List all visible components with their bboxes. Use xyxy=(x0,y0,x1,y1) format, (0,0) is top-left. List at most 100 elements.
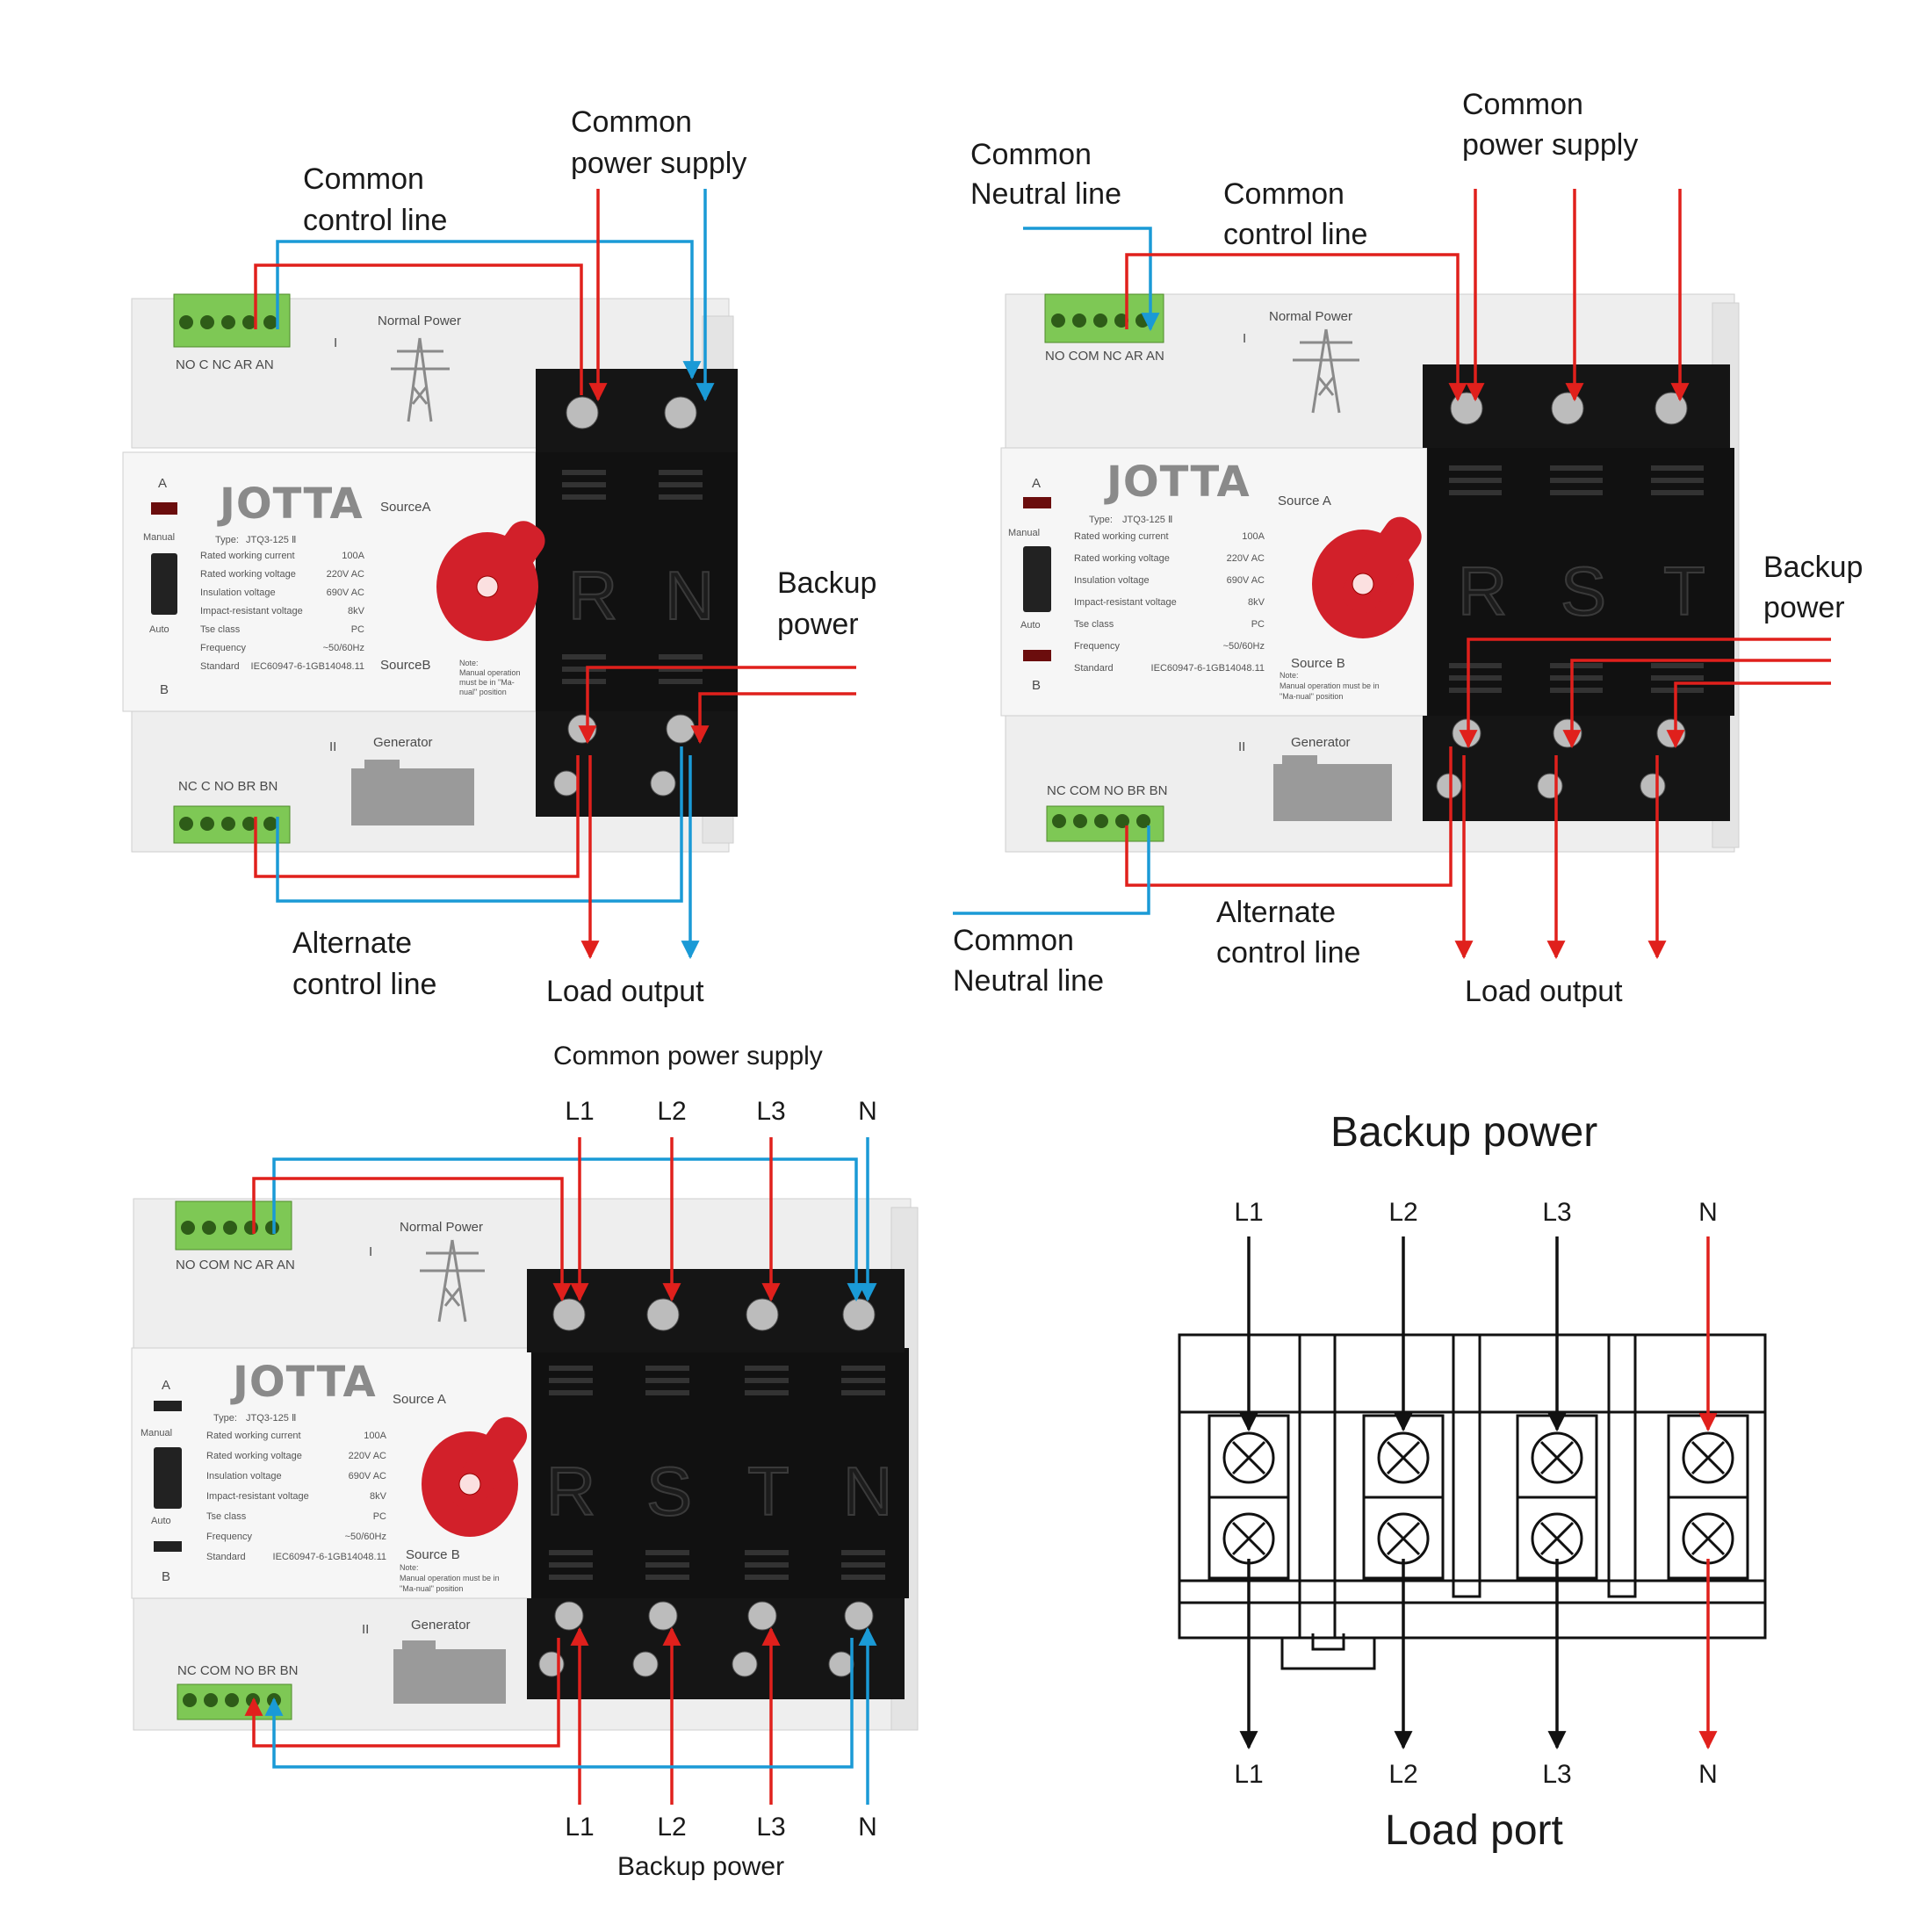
spec-name: Impact-resistant voltage xyxy=(206,1491,309,1502)
p4-top-phase: L3 xyxy=(1542,1198,1571,1227)
p3-top-phase: L3 xyxy=(756,1097,785,1126)
p3-top-phase: L2 xyxy=(657,1097,686,1126)
p4-terminal-cells xyxy=(1208,1236,1749,1750)
p3-auto-label: Auto xyxy=(151,1516,171,1526)
spec-value: 220V AC xyxy=(349,1451,386,1461)
p1-indicator-b: B xyxy=(160,682,169,697)
p4-screw-icon xyxy=(1682,1431,1734,1484)
p1-common-power-supply-2: power supply xyxy=(571,147,746,180)
p4-top-phase: L2 xyxy=(1388,1198,1417,1227)
spec-value: ~50/60Hz xyxy=(1223,641,1265,652)
note-line: "Ma-nual" position xyxy=(1280,692,1343,701)
p3-pole-letter: S xyxy=(646,1453,692,1530)
spec-value: 220V AC xyxy=(327,569,364,580)
p2-pole-letter: S xyxy=(1561,552,1606,630)
spec-name: Impact-resistant voltage xyxy=(1074,597,1177,608)
p4-screw-icon xyxy=(1377,1431,1430,1484)
p3-bottom-phase: L2 xyxy=(657,1813,686,1842)
p3-source-b-label: Source B xyxy=(406,1547,460,1562)
spec-value: PC xyxy=(351,624,364,635)
p1-alternate-control-line-2: control line xyxy=(292,968,436,1001)
spec-value: 690V AC xyxy=(327,588,364,598)
p2-mode-switch[interactable] xyxy=(1023,546,1051,612)
p2-generator-label: Generator xyxy=(1291,735,1351,750)
p3-top-phase: L1 xyxy=(565,1097,594,1126)
p1-bottom-terminal-labels: NC C NO BR BN xyxy=(178,779,278,794)
p2-backup-power-1: Backup xyxy=(1763,551,1863,584)
p1-common-control-line-2: control line xyxy=(303,204,447,237)
p1-roman-one: I xyxy=(334,335,337,350)
p3-bottom-phase: L3 xyxy=(756,1813,785,1842)
p2-common-neutral-bottom-1: Common xyxy=(953,924,1074,957)
p2-pole-letter: T xyxy=(1663,552,1705,630)
p1-alternate-control-line-1: Alternate xyxy=(292,926,412,960)
p3-vents xyxy=(549,1366,885,1580)
p3-pole-letter: R xyxy=(546,1453,595,1530)
note-line: Manual operation must be in xyxy=(400,1574,500,1582)
spec-name: Insulation voltage xyxy=(200,588,276,598)
p1-wires xyxy=(254,189,856,960)
p3-normal-power-label: Normal Power xyxy=(400,1220,483,1235)
spec-name: Tse class xyxy=(206,1511,247,1522)
p1-backup-power-2: power xyxy=(777,608,859,641)
p1-roman-two: II xyxy=(329,739,336,754)
p1-top-terminal-labels: NO C NC AR AN xyxy=(176,357,274,372)
note-line: Note: xyxy=(400,1563,419,1572)
p3-mode-switch[interactable] xyxy=(154,1447,182,1509)
p1-common-power-supply-1: Common xyxy=(571,105,692,139)
p1-terminal-holes xyxy=(179,315,278,831)
p2-wires xyxy=(953,189,1831,960)
p1-rotary-handle[interactable] xyxy=(436,515,551,641)
note-line: Manual operation xyxy=(459,668,521,677)
p2-roman-one: I xyxy=(1243,331,1246,346)
p2-manual-label: Manual xyxy=(1008,528,1040,538)
p1-normal-power-label: Normal Power xyxy=(378,314,461,328)
p1-load-output: Load output xyxy=(546,975,704,1008)
p3-pole-block xyxy=(531,1348,909,1598)
p4-bottom-phase: L3 xyxy=(1542,1760,1571,1789)
p2-load-output: Load output xyxy=(1465,975,1623,1008)
spec-name: Frequency xyxy=(1074,641,1120,652)
p1-generator-icon xyxy=(351,760,474,825)
p1-common-control-line-1: Common xyxy=(303,162,424,196)
p3-top-phase: N xyxy=(858,1097,877,1126)
p2-indicator-a: A xyxy=(1032,476,1041,491)
p4-screw-icon xyxy=(1222,1512,1275,1565)
p3-indicator-a-lamp xyxy=(154,1401,182,1411)
spec-value: PC xyxy=(373,1511,386,1522)
p4-housing xyxy=(1178,1333,1767,1670)
p3-note-block: Note:Manual operation must be in"Ma-nual… xyxy=(400,1563,500,1593)
p1-type-value: JTQ3-125 Ⅱ xyxy=(246,535,296,545)
p3-backup-power: Backup power xyxy=(617,1852,784,1881)
p1-source-b-label: SourceB xyxy=(380,658,431,673)
p2-common-power-supply-1: Common xyxy=(1462,88,1583,121)
spec-value: IEC60947-6-1GB14048.11 xyxy=(273,1552,386,1562)
p4-title: Backup power xyxy=(1330,1109,1597,1156)
p2-rotary-handle[interactable] xyxy=(1312,511,1428,638)
p4-screw-icon xyxy=(1377,1512,1430,1565)
p3-top-terminal-housing xyxy=(527,1269,905,1352)
spec-name: Rated working voltage xyxy=(200,569,296,580)
p2-pole-letter: R xyxy=(1458,552,1507,630)
p3-brand-logo: JOTTA xyxy=(230,1358,377,1407)
p4-footer: Load port xyxy=(1385,1807,1563,1854)
p3-type-label: Type: xyxy=(213,1413,237,1424)
p1-mode-switch[interactable] xyxy=(151,553,177,615)
p1-pole-letter: N xyxy=(665,557,714,634)
p3-rotary-handle[interactable] xyxy=(422,1411,533,1537)
spec-value: ~50/60Hz xyxy=(323,643,364,653)
p2-alternate-control-line-1: Alternate xyxy=(1216,896,1336,929)
p2-indicator-a-lamp xyxy=(1023,497,1051,508)
spec-name: Impact-resistant voltage xyxy=(200,606,303,616)
p2-type-value: JTQ3-125 Ⅱ xyxy=(1122,515,1172,525)
p3-roman-two: II xyxy=(362,1622,369,1637)
p1-manual-label: Manual xyxy=(143,532,175,543)
spec-name: Frequency xyxy=(206,1532,252,1542)
spec-value: 690V AC xyxy=(1227,575,1265,586)
p1-top-terminal-housing xyxy=(536,369,738,452)
spec-name: Rated working voltage xyxy=(206,1451,302,1461)
